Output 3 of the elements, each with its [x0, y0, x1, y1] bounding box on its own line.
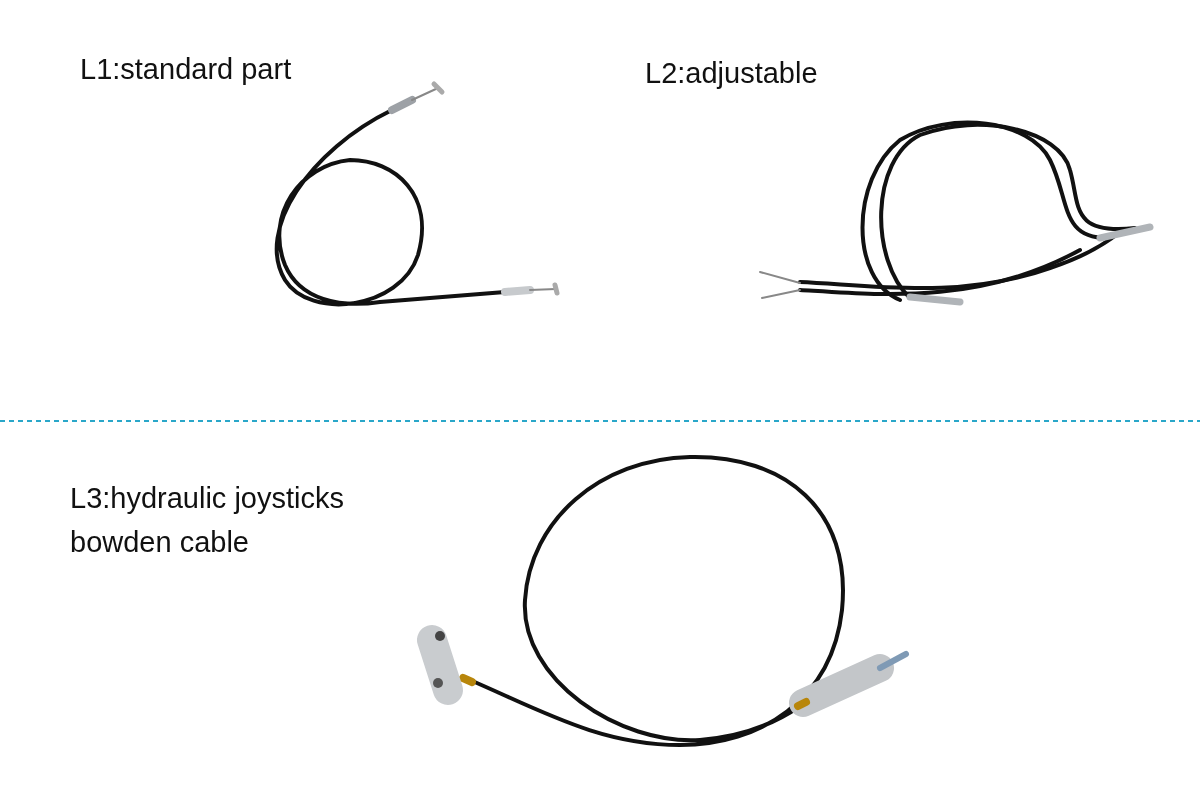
cable-label: L2:adjustable — [645, 56, 819, 91]
cable-label: L3:hydraulic joysticks bowden cable — [70, 481, 345, 560]
cable-label: L1:standard part — [80, 52, 293, 87]
